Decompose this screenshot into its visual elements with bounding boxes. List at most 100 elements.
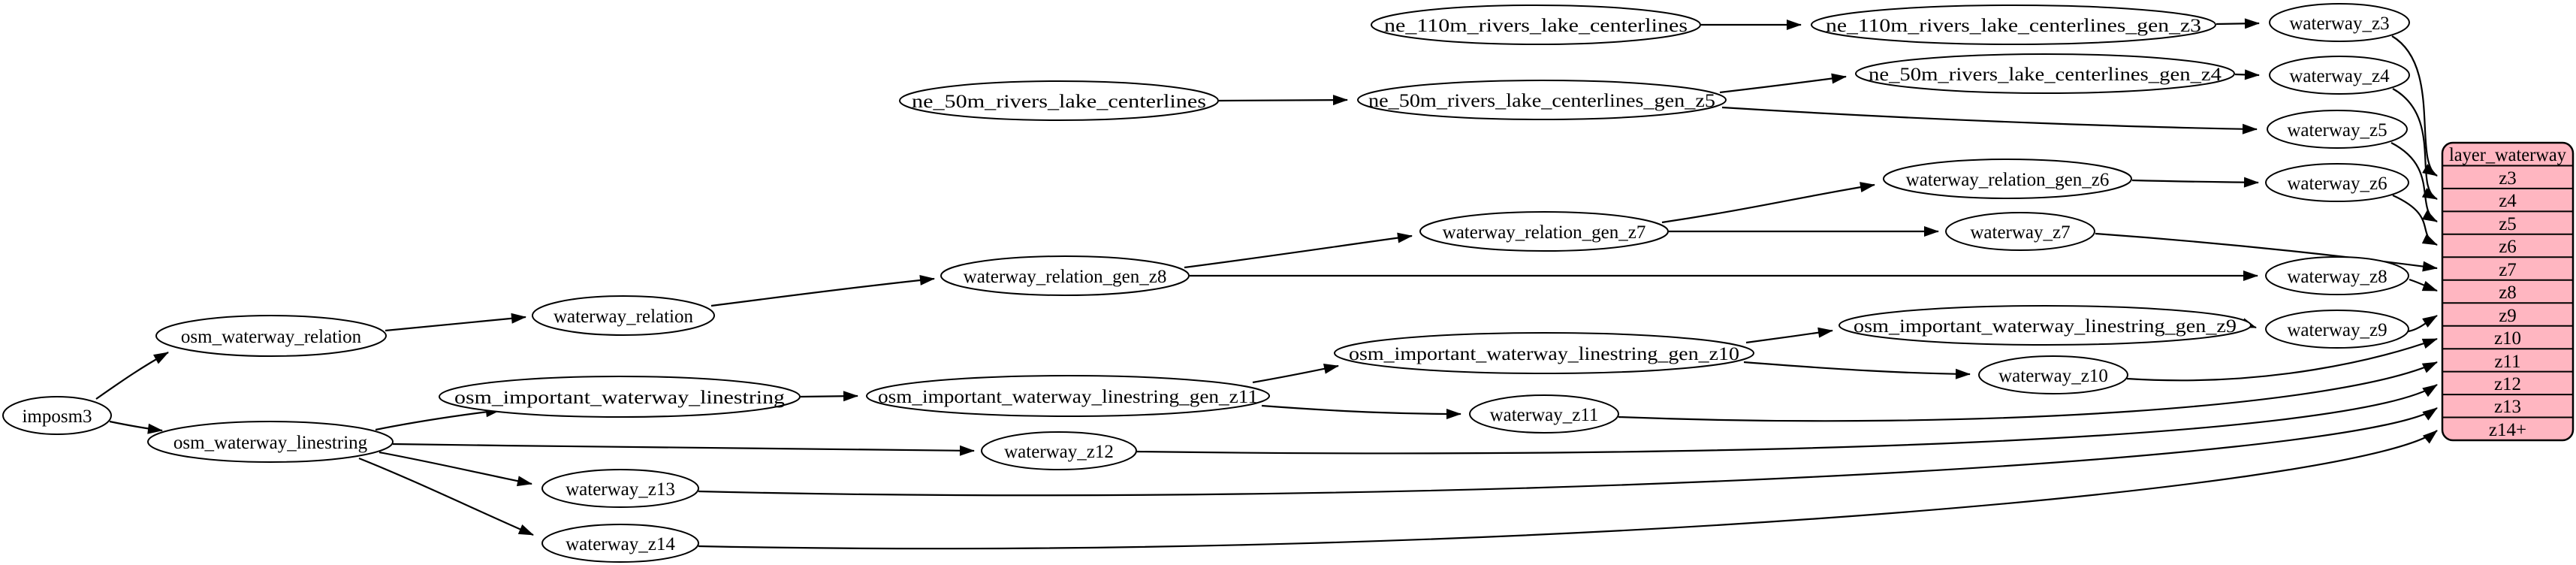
table-row-z10: z10 bbox=[2494, 328, 2521, 349]
edge-gen_z10-to-gen_z9 bbox=[1745, 327, 1833, 344]
waterway_z12-label: waterway_z12 bbox=[1004, 442, 1114, 462]
ne_50m_rivers_lake_centerlines-label: ne_50m_rivers_lake_centerlines bbox=[912, 92, 1206, 112]
imposm3-label: imposm3 bbox=[22, 406, 92, 427]
waterway_z5-label: waterway_z5 bbox=[2287, 120, 2387, 140]
table-row-z11: z11 bbox=[2494, 352, 2520, 372]
edge-waterway_z6-to-row-z6 bbox=[2392, 194, 2438, 246]
table-outline bbox=[2441, 141, 2574, 442]
edge-waterway_z8-to-row-z8 bbox=[2409, 278, 2438, 292]
waterway_relation_gen_z6-ellipse bbox=[1883, 159, 2132, 199]
edge-gen_z10-to-waterway_z10 bbox=[1743, 361, 1971, 379]
waterway_relation-label: waterway_relation bbox=[554, 307, 694, 327]
waterway_relation_gen_z8-ellipse bbox=[940, 255, 1190, 296]
edge-waterway_z5-to-row-z5 bbox=[2390, 142, 2438, 222]
waterway_z11-label: waterway_z11 bbox=[1490, 405, 1599, 425]
osm_waterway_relation-ellipse bbox=[155, 315, 387, 357]
waterway_z13-ellipse bbox=[541, 469, 699, 508]
edge-imposm3-to-osm_waterway_relation bbox=[95, 352, 169, 400]
node-imposm3: imposm3 bbox=[2, 396, 112, 435]
node-osm_important_waterway_linestring: osm_important_waterway_linestring bbox=[439, 376, 801, 418]
ne_110m_rivers_lake_centerlines_gen_z3-ellipse bbox=[1811, 5, 2216, 45]
node-osm_important_waterway_linestring_gen_z11: osm_important_waterway_linestring_gen_z1… bbox=[866, 375, 1270, 417]
table-row-z5: z5 bbox=[2499, 214, 2517, 234]
osm_important_waterway_linestring_gen_z10-label: osm_important_waterway_linestring_gen_z1… bbox=[1349, 344, 1739, 364]
waterway_z10-ellipse bbox=[1978, 355, 2128, 394]
ne_110m_rivers_lake_centerlines-label: ne_110m_rivers_lake_centerlines bbox=[1384, 16, 1688, 36]
node-ne_110m_rivers_lake_centerlines: ne_110m_rivers_lake_centerlines bbox=[1371, 5, 1701, 45]
node-waterway_z6: waterway_z6 bbox=[2265, 163, 2409, 202]
edge-ne_50m_gen_z5-to-waterway_z5 bbox=[1721, 106, 2258, 134]
ne_50m_rivers_lake_centerlines_gen_z4-label: ne_50m_rivers_lake_centerlines_gen_z4 bbox=[1869, 65, 2222, 85]
node-ne_110m_rivers_lake_centerlines_gen_z3: ne_110m_rivers_lake_centerlines_gen_z3 bbox=[1811, 5, 2216, 45]
node-osm_important_waterway_linestring_gen_z9: osm_important_waterway_linestring_gen_z9 bbox=[1838, 305, 2252, 346]
edge-ne_50m-to-ne_50m_gen_z5 bbox=[1218, 95, 1348, 106]
osm_waterway_linestring-ellipse bbox=[147, 421, 394, 463]
edge-gen_z9-to-waterway_z9 bbox=[2240, 318, 2257, 329]
node-waterway_relation_gen_z6: waterway_relation_gen_z6 bbox=[1883, 159, 2132, 199]
edge-osm_waterway_linestring-to-waterway_z12 bbox=[392, 443, 975, 456]
waterway_z8-ellipse bbox=[2265, 256, 2409, 295]
table-row-z12: z12 bbox=[2494, 374, 2521, 394]
waterway_z3-ellipse bbox=[2269, 3, 2410, 42]
node-waterway_relation_gen_z7: waterway_relation_gen_z7 bbox=[1419, 211, 1669, 252]
table-layer_waterway: layer_waterway z3 z4 z5 z6 z7 z8 z9 z10 … bbox=[2441, 141, 2574, 442]
edge-osm_waterway_linestring-to-waterway_z13 bbox=[379, 451, 532, 487]
edge-waterway_z3-to-row-z3 bbox=[2391, 35, 2438, 177]
edge-waterway_relation-to-waterway_relation_gen_z8 bbox=[710, 274, 935, 307]
osm_important_waterway_linestring_gen_z10-ellipse bbox=[1334, 332, 1754, 374]
node-osm_waterway_linestring: osm_waterway_linestring bbox=[147, 421, 394, 463]
waterway_z8-label: waterway_z8 bbox=[2287, 267, 2387, 287]
edge-osm_waterway_linestring-to-osm_important_waterway_linestring bbox=[375, 406, 501, 431]
ne_50m_rivers_lake_centerlines_gen_z5-label: ne_50m_rivers_lake_centerlines_gen_z5 bbox=[1368, 91, 1715, 111]
edge-gen_z11-to-gen_z10 bbox=[1252, 363, 1339, 384]
node-osm_waterway_relation: osm_waterway_relation bbox=[155, 315, 387, 357]
waterway_z7-ellipse bbox=[1945, 212, 2095, 251]
edge-waterway_relation_gen_z8-to-waterway_relation_gen_z7 bbox=[1184, 232, 1413, 269]
table-row-z9: z9 bbox=[2499, 306, 2517, 326]
node-ne_50m_rivers_lake_centerlines_gen_z5: ne_50m_rivers_lake_centerlines_gen_z5 bbox=[1357, 80, 1727, 120]
waterway_z6-label: waterway_z6 bbox=[2287, 174, 2387, 194]
waterway_relation_gen_z7-ellipse bbox=[1419, 211, 1669, 252]
waterway_z11-ellipse bbox=[1469, 394, 1619, 434]
osm_important_waterway_linestring-label: osm_important_waterway_linestring bbox=[454, 388, 786, 408]
edge-waterway_z14-to-row-z14plus bbox=[698, 430, 2438, 550]
osm_waterway_relation-label: osm_waterway_relation bbox=[181, 327, 362, 347]
node-waterway_relation_gen_z8: waterway_relation_gen_z8 bbox=[940, 255, 1190, 296]
osm_important_waterway_linestring_gen_z11-ellipse bbox=[866, 375, 1270, 417]
edge-waterway_z12-to-row-z12 bbox=[1136, 384, 2438, 455]
table-row-z14plus: z14+ bbox=[2489, 420, 2526, 440]
node-waterway_z13: waterway_z13 bbox=[541, 469, 699, 508]
edge-waterway_z7-to-row-z7 bbox=[2095, 232, 2438, 272]
edge-waterway_z4-to-row-z4 bbox=[2392, 88, 2438, 200]
waterway_z5-ellipse bbox=[2267, 110, 2408, 149]
node-waterway_z4: waterway_z4 bbox=[2269, 56, 2410, 95]
node-waterway_z10: waterway_z10 bbox=[1978, 355, 2128, 394]
table-row-z7: z7 bbox=[2499, 260, 2517, 280]
waterway_relation_gen_z6-label: waterway_relation_gen_z6 bbox=[1906, 170, 2110, 190]
node-waterway_z11: waterway_z11 bbox=[1469, 394, 1619, 434]
node-waterway_z7: waterway_z7 bbox=[1945, 212, 2095, 251]
node-waterway_z12: waterway_z12 bbox=[981, 431, 1137, 470]
edge-waterway_z10-to-row-z10 bbox=[2126, 337, 2438, 382]
waterway_z4-label: waterway_z4 bbox=[2289, 66, 2390, 86]
waterway_z6-ellipse bbox=[2265, 163, 2409, 202]
osm_waterway_linestring-label: osm_waterway_linestring bbox=[173, 433, 368, 453]
waterway_z13-label: waterway_z13 bbox=[566, 479, 675, 500]
node-osm_important_waterway_linestring_gen_z10: osm_important_waterway_linestring_gen_z1… bbox=[1334, 332, 1754, 374]
ne_50m_rivers_lake_centerlines_gen_z4-ellipse bbox=[1855, 53, 2235, 94]
node-waterway_z8: waterway_z8 bbox=[2265, 256, 2409, 295]
edge-layer bbox=[95, 18, 2438, 550]
osm_important_waterway_linestring_gen_z9-label: osm_important_waterway_linestring_gen_z9 bbox=[1854, 316, 2237, 337]
node-waterway_z14: waterway_z14 bbox=[541, 524, 699, 563]
edge-osm_important_waterway_linestring-to-gen_z11 bbox=[800, 391, 858, 402]
waterway_z14-ellipse bbox=[541, 524, 699, 563]
osm_important_waterway_linestring-ellipse bbox=[439, 376, 801, 418]
edge-osm_waterway_linestring-to-waterway_z14 bbox=[358, 457, 534, 536]
waterway_z7-label: waterway_z7 bbox=[1970, 222, 2070, 243]
node-waterway_z3: waterway_z3 bbox=[2269, 3, 2410, 42]
node-waterway_z9: waterway_z9 bbox=[2265, 310, 2409, 349]
waterway_relation-ellipse bbox=[532, 295, 715, 336]
edge-imposm3-to-osm_waterway_linestring bbox=[109, 420, 163, 434]
